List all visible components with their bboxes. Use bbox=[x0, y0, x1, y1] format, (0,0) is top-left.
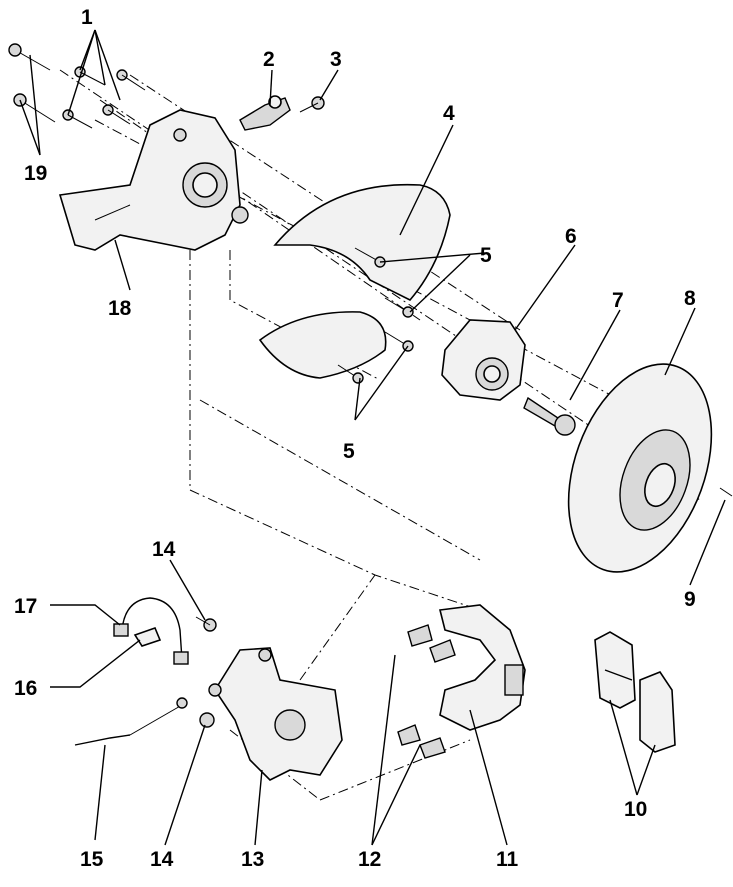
bolt-3 bbox=[299, 96, 325, 113]
callout-5-upper: 5 bbox=[480, 244, 492, 267]
callout-2: 2 bbox=[263, 48, 275, 71]
screw-9 bbox=[719, 487, 733, 497]
parking-brake-cable-15 bbox=[74, 697, 188, 746]
callout-14-upper: 14 bbox=[152, 538, 176, 561]
leader-lines bbox=[19, 29, 726, 846]
callout-9: 9 bbox=[684, 588, 696, 611]
hub-bolt-7 bbox=[523, 396, 576, 436]
callout-16: 16 bbox=[14, 677, 37, 700]
callout-5-lower: 5 bbox=[343, 440, 355, 463]
brake-disc-8 bbox=[567, 363, 713, 573]
callout-8: 8 bbox=[684, 287, 696, 310]
brake-pads-10 bbox=[594, 631, 676, 753]
callout-19: 19 bbox=[24, 162, 47, 185]
clip-16 bbox=[133, 626, 162, 647]
callout-10: 10 bbox=[624, 798, 647, 821]
bolts-14 bbox=[195, 616, 217, 728]
callout-15: 15 bbox=[80, 848, 104, 871]
long-bolts-19 bbox=[8, 43, 56, 123]
callout-7: 7 bbox=[612, 289, 624, 312]
callout-13: 13 bbox=[241, 848, 264, 871]
pad-springs-12 bbox=[397, 624, 456, 759]
callout-12: 12 bbox=[358, 848, 381, 871]
callout-14-lower: 14 bbox=[150, 848, 174, 871]
callout-11: 11 bbox=[496, 848, 519, 871]
callout-6: 6 bbox=[565, 225, 577, 248]
callout-labels: 1 2 3 4 5 5 6 7 8 9 10 11 12 13 14 14 15… bbox=[14, 6, 696, 871]
callout-18: 18 bbox=[108, 297, 132, 320]
caliper-carrier-11 bbox=[439, 604, 526, 731]
callout-1: 1 bbox=[81, 6, 93, 29]
splash-shield-lower bbox=[258, 311, 387, 379]
wheel-bearing-housing-18 bbox=[58, 109, 249, 251]
wheel-hub-6 bbox=[441, 319, 526, 401]
callout-4: 4 bbox=[443, 102, 455, 125]
splash-shield-upper-4 bbox=[273, 183, 451, 301]
callout-17: 17 bbox=[14, 595, 37, 618]
brake-hose-17 bbox=[113, 597, 189, 665]
speed-sensor-2 bbox=[239, 95, 291, 131]
callout-3: 3 bbox=[330, 48, 342, 71]
brake-caliper-13 bbox=[208, 647, 343, 781]
